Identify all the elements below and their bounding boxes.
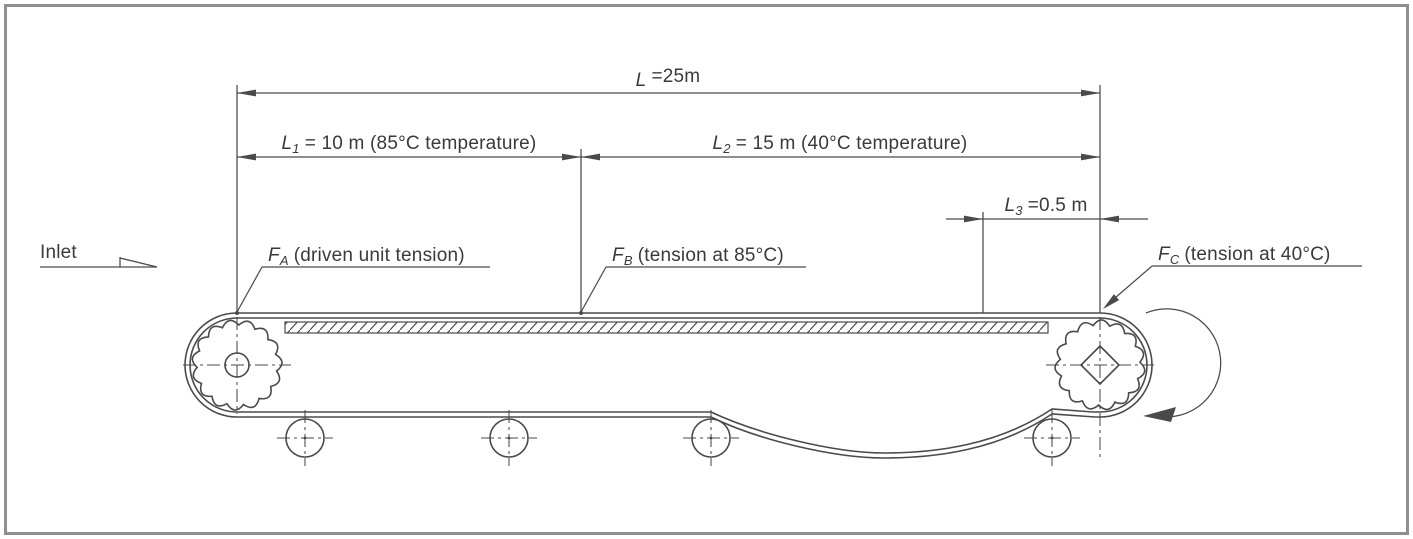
conveyor-belt <box>184 312 1153 459</box>
roller-center-dot-icon <box>303 436 307 440</box>
arrowhead-right-icon <box>1081 153 1100 161</box>
dimension-L2: L2= 15 m (40°C temperature) <box>581 133 1100 161</box>
belt-outer-outline <box>184 312 1153 459</box>
right-sprocket <box>1046 317 1154 458</box>
arrowhead-left-icon <box>237 153 256 161</box>
arrowhead-left-icon <box>1100 215 1119 223</box>
rotation-direction-arrow <box>1143 308 1222 422</box>
belt-inner-outline <box>189 317 1148 454</box>
sprocket-gear-icon <box>191 319 283 411</box>
left-sprocket <box>183 317 291 414</box>
roller-center-dot-icon <box>507 436 511 440</box>
roller-4 <box>1024 410 1080 466</box>
dimension-L-label: L=25m <box>636 66 701 91</box>
callout-FA: FA(driven unit tension) <box>235 245 490 315</box>
tension-FB-label: FB(tension at 85°C) <box>612 245 784 268</box>
leader-line <box>580 266 607 313</box>
arrowhead-right-icon <box>562 153 581 161</box>
arrowhead-left-icon <box>581 153 600 161</box>
dimension-L3: L3=0.5 m <box>946 195 1148 223</box>
inlet-marker: Inlet <box>40 242 158 268</box>
inlet-flag-diagonal-icon <box>119 257 158 268</box>
callout-FC: FC(tension at 40°C) <box>1103 244 1362 309</box>
leader-arrowhead-icon <box>1103 294 1120 309</box>
dimension-L3-label: L3=0.5 m <box>1004 195 1087 218</box>
belt-hatched-strip <box>284 321 1049 334</box>
inlet-label: Inlet <box>40 242 77 263</box>
roller-center-dot-icon <box>709 436 713 440</box>
roller-2 <box>481 410 537 466</box>
callout-FB: FB(tension at 85°C) <box>579 245 806 315</box>
sprocket-gear-icon <box>1054 319 1146 411</box>
rotation-arrowhead-icon <box>1143 407 1176 422</box>
arrowhead-right-icon <box>1081 89 1100 97</box>
tension-FA-label: FA(driven unit tension) <box>268 245 465 268</box>
arrowhead-right-icon <box>964 215 983 223</box>
dimension-L1: L1= 10 m (85°C temperature) <box>237 133 581 161</box>
rotation-arc <box>1145 308 1222 418</box>
leader-line <box>236 266 263 313</box>
dimension-L: L=25m <box>237 66 1100 97</box>
roller-1 <box>277 410 333 466</box>
dimension-lines: L=25m L1= 10 m (85°C temperature) L2= 15… <box>236 66 1148 313</box>
roller-3 <box>683 410 739 466</box>
arrowhead-left-icon <box>237 89 256 97</box>
support-rollers <box>277 410 1080 466</box>
roller-center-dot-icon <box>1050 436 1054 440</box>
dimension-L1-label: L1= 10 m (85°C temperature) <box>282 133 537 156</box>
tension-callouts: FA(driven unit tension) FB(tension at 85… <box>235 244 1362 315</box>
dimension-L2-label: L2= 15 m (40°C temperature) <box>713 133 968 156</box>
figure-border <box>4 4 1409 535</box>
tension-FC-label: FC(tension at 40°C) <box>1158 244 1331 267</box>
